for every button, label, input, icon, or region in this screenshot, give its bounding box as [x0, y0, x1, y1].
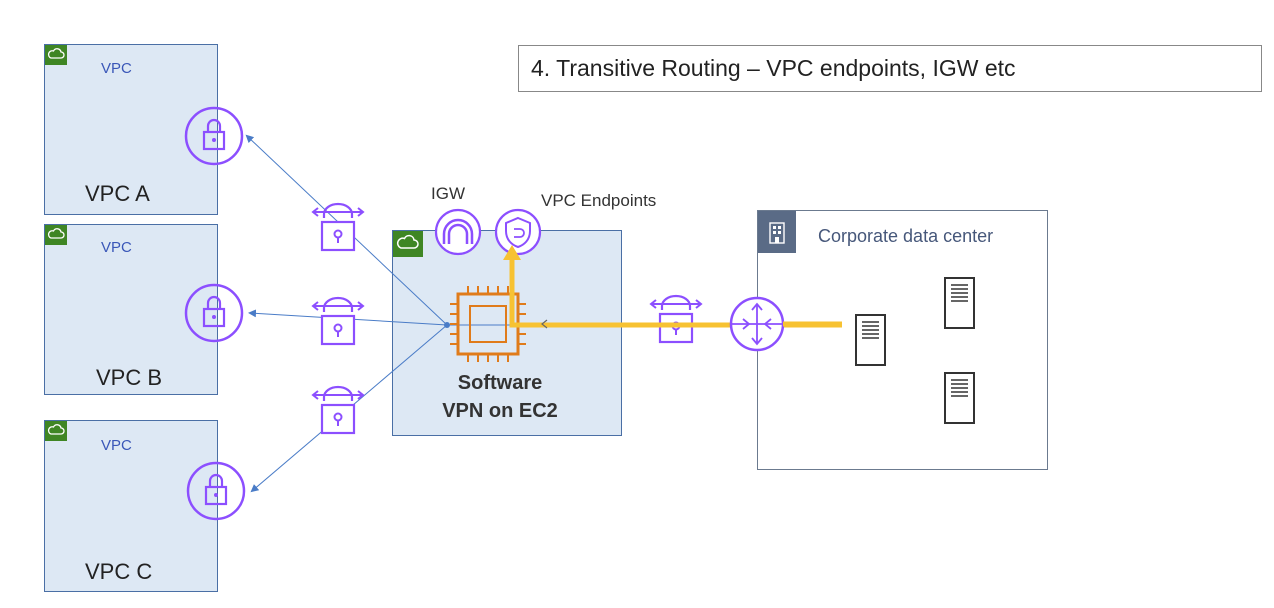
vpn-connection-icon	[311, 202, 365, 252]
lock-icon	[186, 461, 246, 521]
vpc-a-name: VPC A	[85, 181, 150, 206]
router-icon	[729, 296, 785, 352]
corporate-dc-box: Corporate data center	[757, 210, 1048, 470]
vpc-c-box: VPC VPC C	[44, 420, 218, 592]
vpn-connection-icon	[311, 385, 365, 435]
cloud-lock-icon	[45, 225, 67, 245]
vpc-tag: VPC	[101, 60, 132, 77]
vpn-connection-icon	[649, 294, 703, 344]
igw-icon	[434, 208, 482, 256]
vpc-endpoint-shield-icon	[494, 208, 542, 256]
vpc-a-box: VPC VPC A	[44, 44, 218, 215]
server-icon	[855, 314, 886, 366]
igw-label: IGW	[431, 184, 465, 203]
ec2-label-line2: VPN on EC2	[442, 400, 558, 422]
lock-icon	[184, 283, 244, 343]
cloud-lock-icon	[45, 45, 67, 65]
slide-title: 4. Transitive Routing – VPC endpoints, I…	[518, 45, 1262, 92]
ec2-label-line1: Software	[457, 372, 543, 394]
vpc-c-name: VPC C	[85, 559, 153, 584]
building-icon	[758, 211, 796, 253]
server-icon	[944, 277, 975, 329]
vpn-connection-icon	[311, 296, 365, 346]
vpc-tag: VPC	[101, 239, 132, 256]
cloud-lock-icon	[393, 231, 423, 257]
vpc-endpoints-label: VPC Endpoints	[541, 191, 657, 210]
vpc-b-box: VPC VPC B	[44, 224, 218, 395]
corporate-dc-title: Corporate data center	[818, 226, 994, 246]
chevron-left-icon	[541, 319, 548, 329]
cloud-lock-icon	[45, 421, 67, 441]
link-hub-point	[444, 322, 450, 328]
lock-icon	[184, 106, 244, 166]
server-icon	[944, 372, 975, 424]
vpc-b-name: VPC B	[96, 365, 163, 390]
vpc-tag: VPC	[101, 437, 132, 454]
